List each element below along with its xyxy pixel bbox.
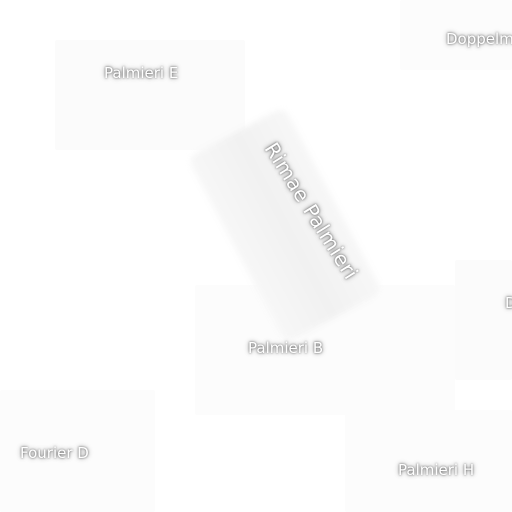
terrain-patch (345, 410, 512, 512)
place-label-palmieri-b[interactable]: Palmieri B (248, 339, 324, 357)
terrain-patch (455, 260, 512, 380)
place-label-doppelmayer[interactable]: Doppelm (446, 30, 512, 48)
terrain-patch (0, 390, 155, 512)
place-label-edge-d[interactable]: D (505, 294, 512, 312)
place-label-palmieri-e[interactable]: Palmieri E (104, 64, 179, 82)
place-label-fourier-d[interactable]: Fourier D (20, 444, 89, 462)
terrain-patch (400, 0, 512, 70)
place-label-palmieri-h[interactable]: Palmieri H (398, 461, 475, 479)
terrain-patch (55, 40, 245, 150)
